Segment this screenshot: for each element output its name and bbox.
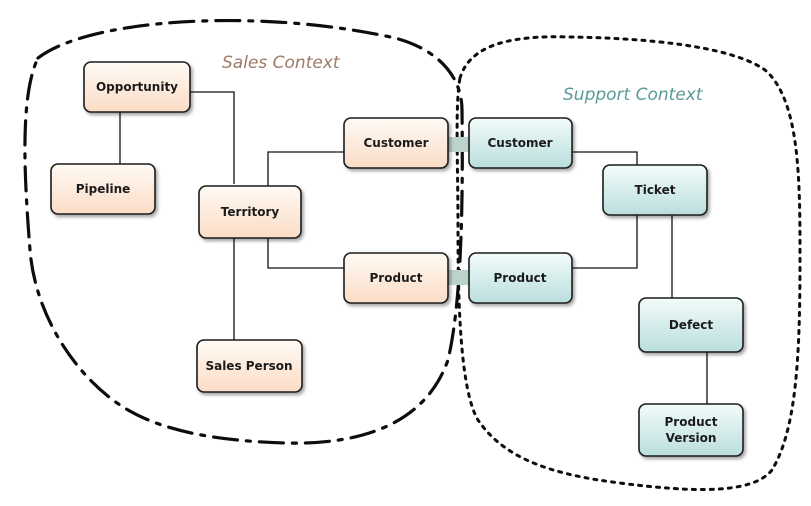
sales-customer-label: Customer — [363, 136, 428, 150]
edge-opportunity-territory — [190, 91, 235, 184]
sales-person-node: Sales Person — [196, 339, 303, 393]
sales-context-title: Sales Context — [222, 53, 341, 73]
edge-ticket-product — [572, 215, 638, 269]
support-context-title: Support Context — [563, 85, 704, 105]
sales-customer-node: Customer — [343, 117, 449, 169]
product-bridge — [447, 270, 471, 285]
sales-product-label: Product — [370, 271, 423, 285]
product-version-node: Product Version — [638, 403, 744, 457]
support-context-boundary — [455, 35, 802, 491]
defect-label: Defect — [669, 318, 714, 332]
support-product-node: Product — [468, 252, 573, 304]
support-customer-node: Customer — [468, 117, 573, 169]
edge-territory-product — [267, 236, 344, 269]
sales-product-node: Product — [343, 252, 449, 304]
ticket-label: Ticket — [635, 183, 676, 197]
support-product-label: Product — [494, 271, 547, 285]
pipeline-label: Pipeline — [76, 182, 131, 196]
opportunity-node: Opportunity — [83, 61, 191, 113]
customer-bridge — [447, 137, 471, 152]
defect-node: Defect — [638, 297, 744, 353]
product-version-label-line2: Version — [666, 431, 717, 445]
edge-customer-ticket — [572, 151, 638, 165]
territory-label: Territory — [221, 205, 280, 219]
ticket-node: Ticket — [602, 164, 708, 216]
opportunity-label: Opportunity — [96, 80, 178, 94]
sales-person-label: Sales Person — [205, 359, 292, 373]
territory-node: Territory — [198, 185, 302, 239]
edge-territory-customer — [267, 151, 344, 186]
sales-context-boundary — [23, 18, 464, 445]
support-customer-label: Customer — [487, 136, 552, 150]
product-version-label-line1: Product — [665, 415, 718, 429]
pipeline-node: Pipeline — [50, 163, 156, 215]
